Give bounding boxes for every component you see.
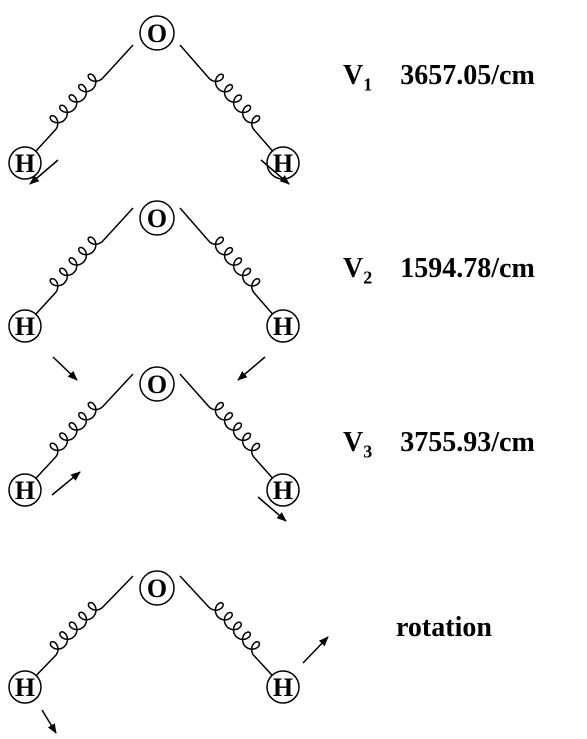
hydrogen-atom-left: H [8, 473, 42, 507]
displacement-arrow-right [260, 159, 290, 185]
oxygen-atom: O [139, 570, 175, 606]
svg-text:H: H [15, 673, 35, 702]
mode-1-frequency: 3657.05/cm [400, 60, 535, 91]
svg-text:H: H [15, 149, 35, 178]
svg-text:H: H [15, 312, 35, 341]
hydrogen-atom-right: H [266, 146, 300, 180]
mode-2-molecule: O H H [8, 200, 300, 381]
hydrogen-atom-left: H [8, 146, 42, 180]
hydrogen-atom-right: H [266, 309, 300, 343]
mode-2-frequency: 1594.78/cm [400, 253, 535, 284]
svg-text:O: O [147, 204, 167, 233]
mode-3-molecule: O H H [8, 366, 300, 522]
svg-text:H: H [273, 476, 293, 505]
hydrogen-atom-right: H [266, 670, 300, 704]
displacement-arrow-left [51, 471, 81, 496]
rotation-label: rotation [396, 612, 492, 643]
spring-left [24, 44, 134, 164]
spring-right [179, 207, 284, 327]
svg-text:O: O [147, 370, 167, 399]
mode-3-label: V3 3755.93/cm [343, 427, 535, 462]
oxygen-atom: O [139, 366, 175, 402]
displacement-arrow-right [237, 356, 266, 381]
displacement-arrow-right [302, 636, 329, 664]
spring-right [179, 373, 284, 491]
mode-2-label: V2 1594.78/cm [343, 253, 535, 288]
hydrogen-atom-left: H [8, 309, 42, 343]
spring-right [179, 44, 284, 164]
hydrogen-atom-right: H [266, 473, 300, 507]
svg-text:O: O [147, 19, 167, 48]
spring-right [179, 575, 284, 688]
displacement-arrow-left [52, 356, 78, 381]
rotation-molecule: O H H [8, 570, 329, 734]
hydrogen-atom-left: H [8, 670, 42, 704]
svg-text:H: H [273, 673, 293, 702]
displacement-arrow-right [257, 496, 287, 522]
spring-left [24, 575, 134, 688]
mode-1-label: V1 3657.05/cm [343, 60, 535, 95]
svg-text:H: H [15, 476, 35, 505]
displacement-arrow-left [29, 159, 59, 185]
mode-3-frequency: 3755.93/cm [400, 427, 535, 458]
mode-1-molecule: O H H [8, 15, 300, 185]
oxygen-atom: O [139, 15, 175, 51]
svg-text:H: H [273, 312, 293, 341]
spring-left [24, 373, 134, 491]
svg-text:H: H [273, 149, 293, 178]
oxygen-atom: O [139, 200, 175, 236]
spring-left [24, 207, 134, 327]
svg-text:O: O [147, 574, 167, 603]
displacement-arrow-left [41, 709, 57, 734]
